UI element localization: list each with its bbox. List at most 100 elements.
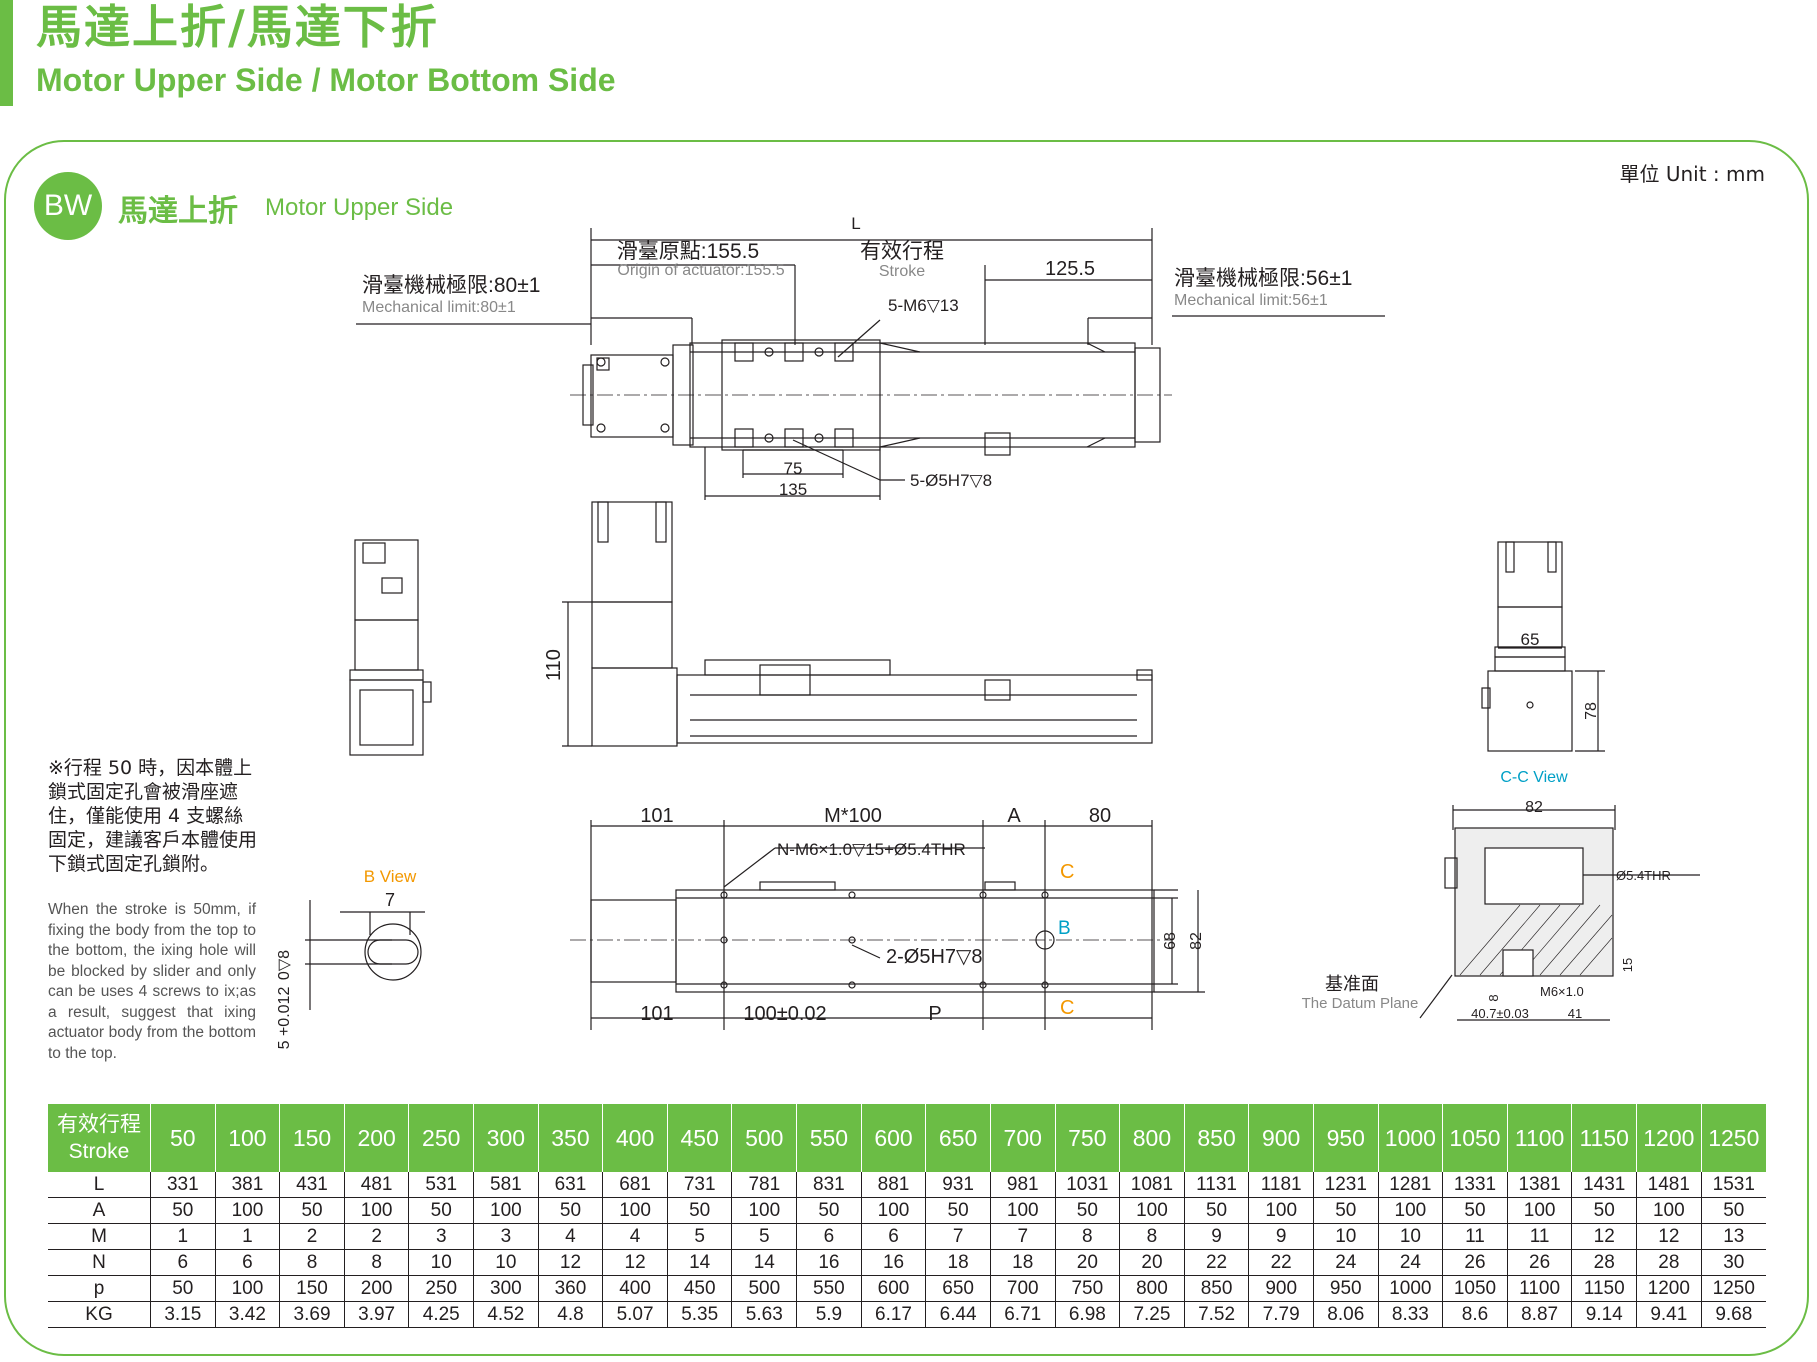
- spec-stroke-col: 1250: [1701, 1104, 1766, 1172]
- table-cell: 700: [990, 1275, 1056, 1302]
- table-cell: 6: [796, 1223, 862, 1250]
- spec-stroke-col: 300: [473, 1104, 539, 1172]
- table-cell: 7: [990, 1223, 1056, 1250]
- top-stroke-en: Stroke: [879, 263, 925, 280]
- spec-stroke-col: 650: [925, 1104, 991, 1172]
- table-cell: 3.15: [150, 1301, 216, 1328]
- table-cell: 50: [1442, 1197, 1508, 1224]
- top-mech-right-zh: 滑臺機械極限:56±1: [1174, 267, 1352, 290]
- spec-stroke-col: 700: [990, 1104, 1056, 1172]
- table-cell: 900: [1248, 1275, 1314, 1302]
- table-cell: 12: [1571, 1223, 1638, 1250]
- table-cell: 1: [150, 1223, 216, 1250]
- bottom-dim-m: M*100: [824, 805, 882, 827]
- top-dim-75: 75: [784, 459, 803, 478]
- table-cell: 931: [925, 1172, 991, 1198]
- table-cell: 1050: [1442, 1275, 1508, 1302]
- spec-stroke-col: 900: [1248, 1104, 1314, 1172]
- table-cell: 100: [990, 1197, 1056, 1224]
- table-cell: 5: [667, 1223, 733, 1250]
- table-cell: 1331: [1442, 1172, 1508, 1198]
- table-cell: 8.6: [1442, 1301, 1508, 1328]
- bottom-dim-100: 100±0.02: [743, 1003, 826, 1025]
- table-cell: 10: [473, 1249, 539, 1276]
- table-row-label: M: [48, 1223, 151, 1250]
- cc-dim-82: 82: [1525, 799, 1543, 816]
- table-cell: 22: [1184, 1249, 1250, 1276]
- b-view-dim-5: 5 +0.012: [276, 987, 293, 1050]
- spec-header-en: Stroke: [68, 1140, 130, 1163]
- table-cell: 3: [473, 1223, 539, 1250]
- table-cell: 500: [731, 1275, 798, 1302]
- cc-dim-8: 8: [1486, 994, 1501, 1001]
- table-cell: 4.25: [408, 1301, 475, 1328]
- table-cell: 50: [925, 1197, 991, 1224]
- table-cell: 18: [925, 1249, 991, 1276]
- bottom-dim-68: 68: [1162, 932, 1179, 950]
- table-cell: 100: [731, 1197, 798, 1224]
- page-title-en: Motor Upper Side / Motor Bottom Side: [36, 62, 616, 98]
- spec-stroke-col: 100: [215, 1104, 281, 1172]
- table-cell: 531: [408, 1172, 475, 1198]
- spec-stroke-col: 1000: [1378, 1104, 1444, 1172]
- table-cell: 50: [1313, 1197, 1379, 1224]
- table-cell: 850: [1184, 1275, 1250, 1302]
- table-cell: 24: [1313, 1249, 1379, 1276]
- spec-stroke-col: 1150: [1571, 1104, 1638, 1172]
- table-cell: 650: [925, 1275, 991, 1302]
- cc-view-title: C-C View: [1500, 769, 1568, 786]
- spec-stroke-col: 750: [1055, 1104, 1121, 1172]
- table-cell: 681: [602, 1172, 668, 1198]
- cc-dim-78: 78: [1583, 702, 1600, 720]
- table-cell: 26: [1442, 1249, 1508, 1276]
- table-cell: 7.79: [1248, 1301, 1314, 1328]
- table-cell: 5.35: [667, 1301, 733, 1328]
- table-cell: 1000: [1378, 1275, 1444, 1302]
- table-cell: 9.14: [1571, 1301, 1638, 1328]
- table-cell: 1481: [1636, 1172, 1702, 1198]
- spec-stroke-col: 150: [279, 1104, 345, 1172]
- bottom-nm6-label: N-M6×1.0▽15+Ø5.4THR: [777, 840, 966, 859]
- cc-dim-65: 65: [1521, 630, 1540, 649]
- b-view-dim-7: 7: [385, 890, 395, 910]
- page-title-zh: 馬達上折/馬達下折: [36, 0, 439, 54]
- table-cell: 431: [279, 1172, 345, 1198]
- table-cell: 750: [1055, 1275, 1121, 1302]
- table-cell: 100: [602, 1197, 668, 1224]
- content-frame: [4, 140, 1809, 1356]
- table-cell: 381: [215, 1172, 281, 1198]
- table-row-label: A: [48, 1197, 151, 1224]
- top-origin-en: Origin of actuator:155.5: [617, 262, 784, 279]
- spec-stroke-col: 850: [1184, 1104, 1250, 1172]
- table-cell: 5: [731, 1223, 798, 1250]
- cc-dim-15: 15: [1620, 958, 1635, 972]
- table-cell: 9: [1248, 1223, 1314, 1250]
- table-cell: 100: [1378, 1197, 1444, 1224]
- cc-m6-label: M6×1.0: [1540, 984, 1584, 999]
- spec-header-zh: 有效行程: [57, 1113, 141, 1136]
- table-cell: 50: [667, 1197, 733, 1224]
- table-cell: 1181: [1248, 1172, 1314, 1198]
- top-pin-label: 5-Ø5H7▽8: [910, 471, 992, 490]
- cc-datum-en: The Datum Plane: [1302, 995, 1419, 1012]
- table-cell: 631: [538, 1172, 604, 1198]
- table-cell: 28: [1636, 1249, 1702, 1276]
- table-cell: 50: [279, 1197, 345, 1224]
- table-cell: 50: [150, 1197, 216, 1224]
- b-view-title: B View: [364, 867, 417, 886]
- table-cell: 600: [861, 1275, 927, 1302]
- table-cell: 6: [215, 1249, 281, 1276]
- bottom-dim-p: P: [928, 1003, 941, 1025]
- table-cell: 950: [1313, 1275, 1379, 1302]
- side-dim-110: 110: [543, 649, 565, 681]
- table-cell: 360: [538, 1275, 604, 1302]
- table-cell: 100: [1636, 1197, 1702, 1224]
- spec-stroke-col: 950: [1313, 1104, 1379, 1172]
- table-cell: 6.17: [861, 1301, 927, 1328]
- table-cell: 8: [279, 1249, 345, 1276]
